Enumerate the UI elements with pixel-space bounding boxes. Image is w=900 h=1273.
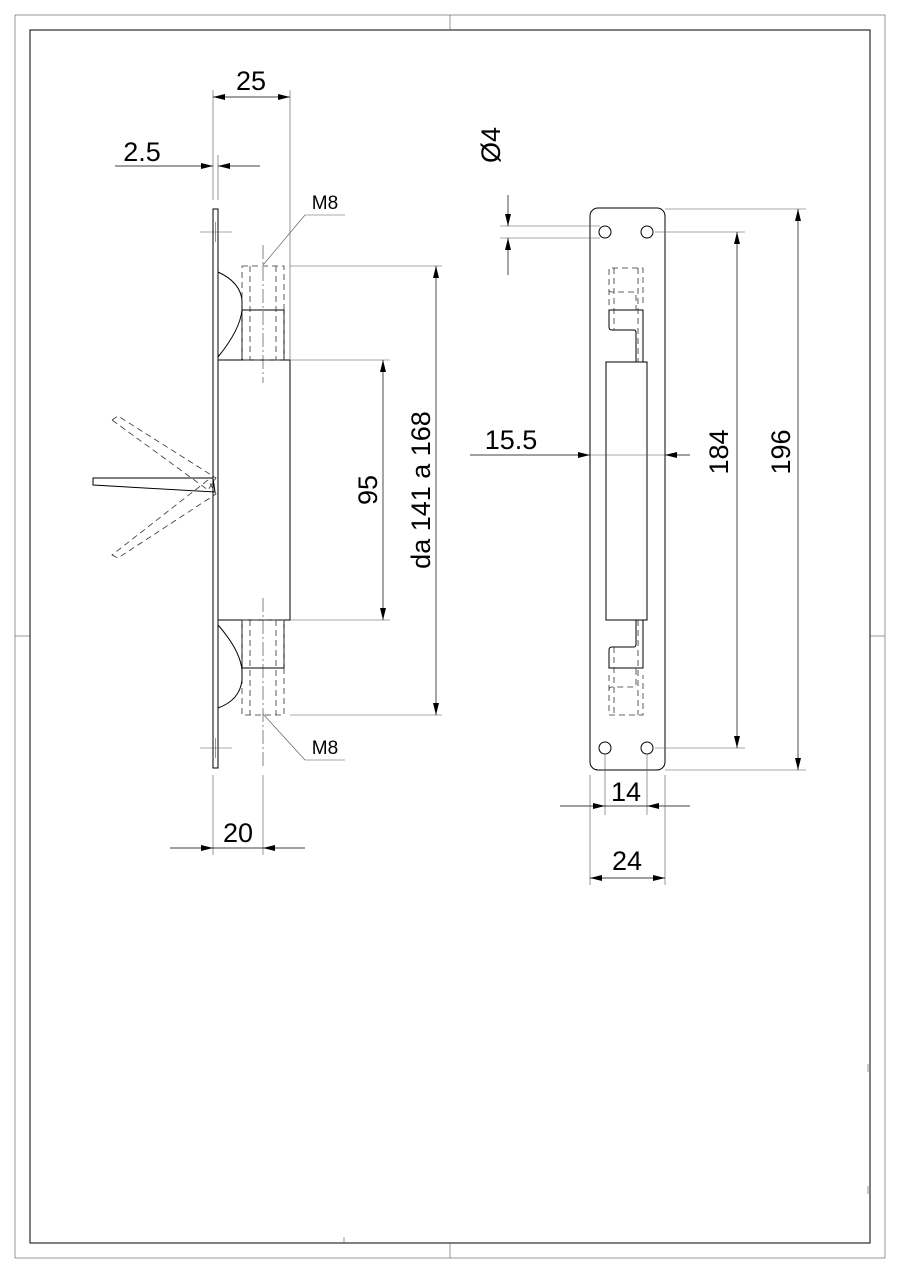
dim-hole-range: da 141 a 168 <box>406 411 436 569</box>
front-view-dimensions: Ø4 15.5 184 196 14 24 <box>470 127 806 885</box>
side-view-dimensions: 25 2.5 M8 M8 95 da 141 a 168 20 <box>115 66 442 855</box>
lock-body <box>217 359 291 621</box>
dim-25: 25 <box>236 66 266 96</box>
dim-24: 24 <box>612 846 642 876</box>
thread-label-top: M8 <box>312 193 338 214</box>
mounting-hole <box>598 741 612 755</box>
lever <box>92 477 216 493</box>
dim-95: 95 <box>353 475 383 505</box>
dim-184: 184 <box>704 429 734 474</box>
front-plate <box>589 207 666 771</box>
mounting-hole <box>598 225 612 239</box>
thread-label-bottom: M8 <box>312 738 338 759</box>
mounting-hole <box>640 741 654 755</box>
dim-196: 196 <box>766 429 796 474</box>
dim-2-5: 2.5 <box>123 137 161 167</box>
dim-14: 14 <box>611 777 641 807</box>
mounting-hole <box>640 225 654 239</box>
front-view <box>589 207 666 771</box>
side-view <box>92 208 291 769</box>
dim-15-5: 15.5 <box>485 425 538 455</box>
dim-hole-diameter: Ø4 <box>476 127 506 163</box>
drawing-frame <box>14 14 886 1259</box>
dim-20: 20 <box>223 818 253 848</box>
mounting-plate <box>212 208 219 769</box>
front-body <box>605 361 648 621</box>
